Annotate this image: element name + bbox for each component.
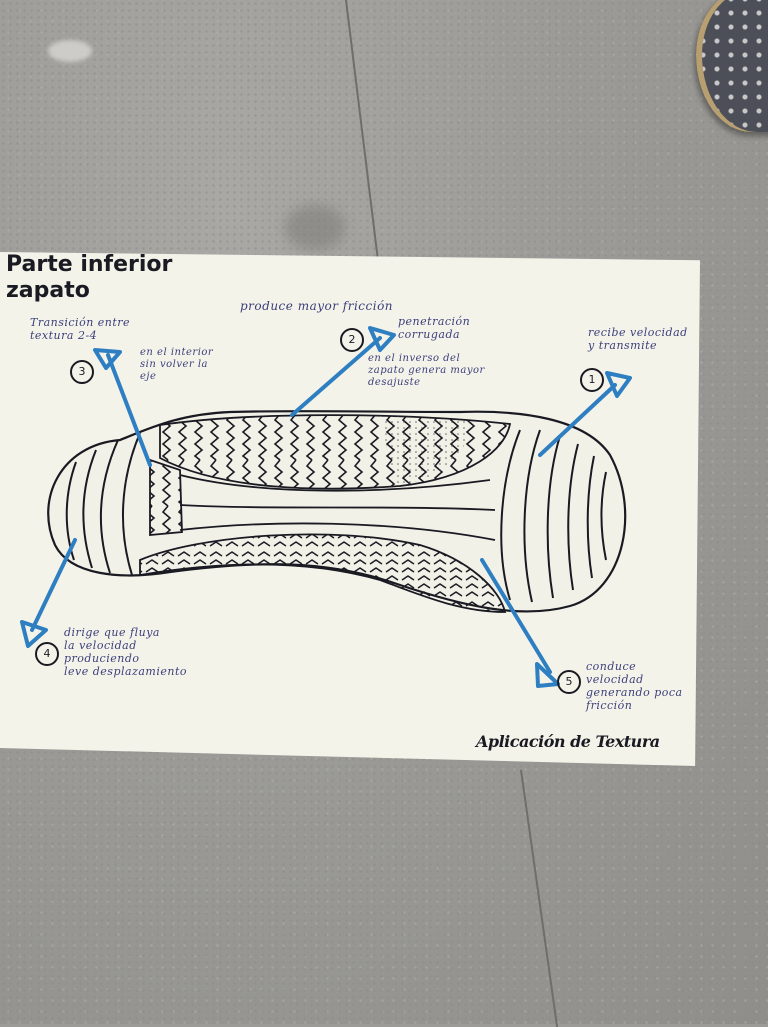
number-1-badge: 1 [580,368,604,392]
note-3: Transición entre textura 2-4 [30,316,130,342]
note-2-sub: en el inverso del zapato genera mayor de… [368,353,485,389]
sketch-footer-caption: Aplicación de Textura [476,732,660,751]
number-2-badge: 2 [340,328,364,352]
number-3-badge: 3 [70,360,94,384]
note-4: dirige que fluya la velocidad produciend… [64,626,187,678]
note-3-sub: en el interior sin volver la eje [140,347,213,383]
sketch-title: Parte inferior zapato [6,252,172,304]
note-1: recibe velocidad y transmite [588,326,688,352]
note-2-heading: produce mayor fricción [240,300,393,313]
number-5-badge: 5 [557,670,581,694]
note-5: conduce velocidad generando poca fricció… [586,660,683,712]
note-2: penetración corrugada [398,315,470,341]
number-4-badge: 4 [35,642,59,666]
